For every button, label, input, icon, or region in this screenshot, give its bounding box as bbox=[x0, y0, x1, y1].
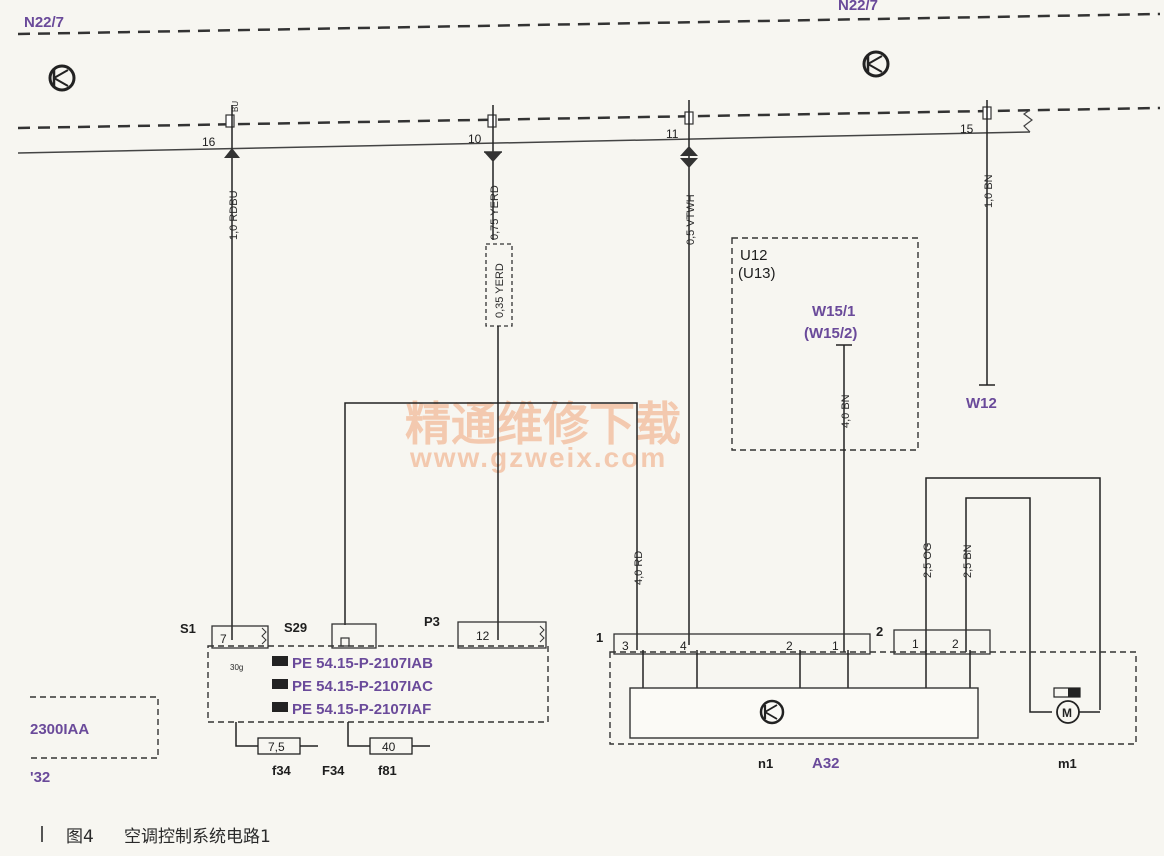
connector-dash-line-top bbox=[17, 12, 1161, 36]
component-m1: m1 bbox=[1058, 756, 1077, 771]
motor-m1: M bbox=[1053, 687, 1100, 724]
watermark-cn: 精通维修下载 bbox=[405, 397, 681, 451]
switch-group: S1 S29 P3 7 30g 12 PE 54.15-P-2107IAB PE… bbox=[180, 614, 549, 723]
bus-line-end-zigzag bbox=[1022, 109, 1033, 133]
wire-m1: 2,5 OG 2,5 BN bbox=[922, 477, 1101, 713]
reference-1[interactable]: PE 54.15-P-2107IAB bbox=[292, 655, 433, 672]
left-partial-box: 2300IAA '32 bbox=[30, 696, 159, 786]
caption-title: 空调控制系统电路1 bbox=[124, 827, 271, 847]
component-n1: n1 bbox=[758, 756, 773, 771]
group-1-label: 1 bbox=[596, 630, 603, 645]
watermark: 精通维修下载 www.gzweix.com bbox=[405, 397, 681, 473]
connector-label-right: N22/7 bbox=[838, 0, 878, 14]
wire-label-og: 2,5 OG bbox=[922, 543, 934, 578]
fuse-f34: f34 bbox=[272, 763, 292, 778]
ground-symbol-right bbox=[862, 50, 890, 78]
left-box-ref[interactable]: 2300IAA bbox=[30, 721, 89, 738]
wire-label-16: 1,0 RDBU bbox=[228, 190, 240, 240]
group-2-label: 2 bbox=[876, 624, 883, 639]
wire-label-11: 0,5 VTWH bbox=[685, 194, 697, 245]
connector-dash-line-mid bbox=[17, 106, 1161, 130]
wire-s29-rd: 4,0 RD bbox=[344, 402, 645, 650]
reference-3[interactable]: PE 54.15-P-2107IAF bbox=[292, 701, 431, 718]
fuse-f81: f81 bbox=[378, 763, 397, 778]
component-s1: S1 bbox=[180, 621, 196, 636]
bus-line bbox=[17, 131, 1031, 154]
wire-10: 10 0,75 YERD 0,35 YERD bbox=[468, 105, 513, 640]
wire-11: 11 0,5 VTWH bbox=[666, 100, 698, 645]
reference-list: PE 54.15-P-2107IAB PE 54.15-P-2107IAC PE… bbox=[272, 655, 433, 718]
pin-10: 10 bbox=[468, 132, 482, 146]
wire-label-bn: 2,5 BN bbox=[962, 544, 974, 578]
component-p3: P3 bbox=[424, 614, 440, 629]
component-w15-2: (W15/2) bbox=[804, 325, 857, 342]
wire-label-10b: 0,35 YERD bbox=[494, 263, 506, 318]
wire-label-10: 0,75 YERD bbox=[489, 185, 501, 240]
wire-15: 15 1,0 BN W12 bbox=[960, 100, 997, 412]
left-box-bottom: '32 bbox=[30, 769, 50, 786]
svg-text:BU: BU bbox=[231, 101, 240, 112]
wire-16: BU 16 1,0 RDBU bbox=[202, 101, 240, 640]
ground-symbol-left bbox=[48, 64, 76, 92]
fuses: 7,5 f34 40 F34 f81 bbox=[235, 722, 430, 778]
fuse-2-value: 40 bbox=[382, 740, 396, 754]
a32-module: 1 2 3 4 2 1 1 2 M n1 A32 m1 bbox=[596, 624, 1137, 772]
component-a32: A32 bbox=[812, 755, 840, 772]
a32-pin-4: 4 bbox=[680, 639, 687, 653]
pin-s1-sub: 30g bbox=[230, 663, 243, 672]
a32-pin-2: 2 bbox=[786, 639, 793, 653]
component-u12: U12 bbox=[740, 247, 768, 264]
figure-caption: 图4 空调控制系统电路1 bbox=[41, 826, 271, 847]
a32-pin-3: 3 bbox=[622, 639, 629, 653]
m1-pin-1: 1 bbox=[912, 637, 919, 651]
component-w12: W12 bbox=[966, 395, 997, 412]
pin-s1: 7 bbox=[220, 632, 227, 646]
component-w15-1: W15/1 bbox=[812, 303, 855, 320]
n1-ground-symbol bbox=[759, 699, 785, 725]
component-u13: (U13) bbox=[738, 265, 776, 282]
pin-p3: 12 bbox=[476, 629, 490, 643]
u12-box: U12 (U13) W15/1 (W15/2) 4,0 BN bbox=[731, 237, 919, 652]
wire-label-15: 1,0 BN bbox=[983, 174, 995, 208]
wire-label-rd: 4,0 RD bbox=[633, 551, 645, 585]
reference-2[interactable]: PE 54.15-P-2107IAC bbox=[292, 678, 433, 695]
motor-symbol: M bbox=[1062, 706, 1072, 720]
pin-15: 15 bbox=[960, 122, 974, 136]
wire-label-u12: 4,0 BN bbox=[840, 394, 852, 428]
caption-fig: 图4 bbox=[66, 827, 94, 847]
pin-16: 16 bbox=[202, 135, 216, 149]
fuse-F34: F34 bbox=[322, 763, 345, 778]
watermark-url: www.gzweix.com bbox=[409, 442, 667, 473]
connector-label-left: N22/7 bbox=[24, 14, 64, 31]
fuse-1-value: 7,5 bbox=[268, 740, 285, 754]
m1-pin-2: 2 bbox=[952, 637, 959, 651]
component-s29: S29 bbox=[284, 620, 307, 635]
pin-11: 11 bbox=[666, 127, 679, 141]
a32-pin-1: 1 bbox=[832, 639, 839, 653]
